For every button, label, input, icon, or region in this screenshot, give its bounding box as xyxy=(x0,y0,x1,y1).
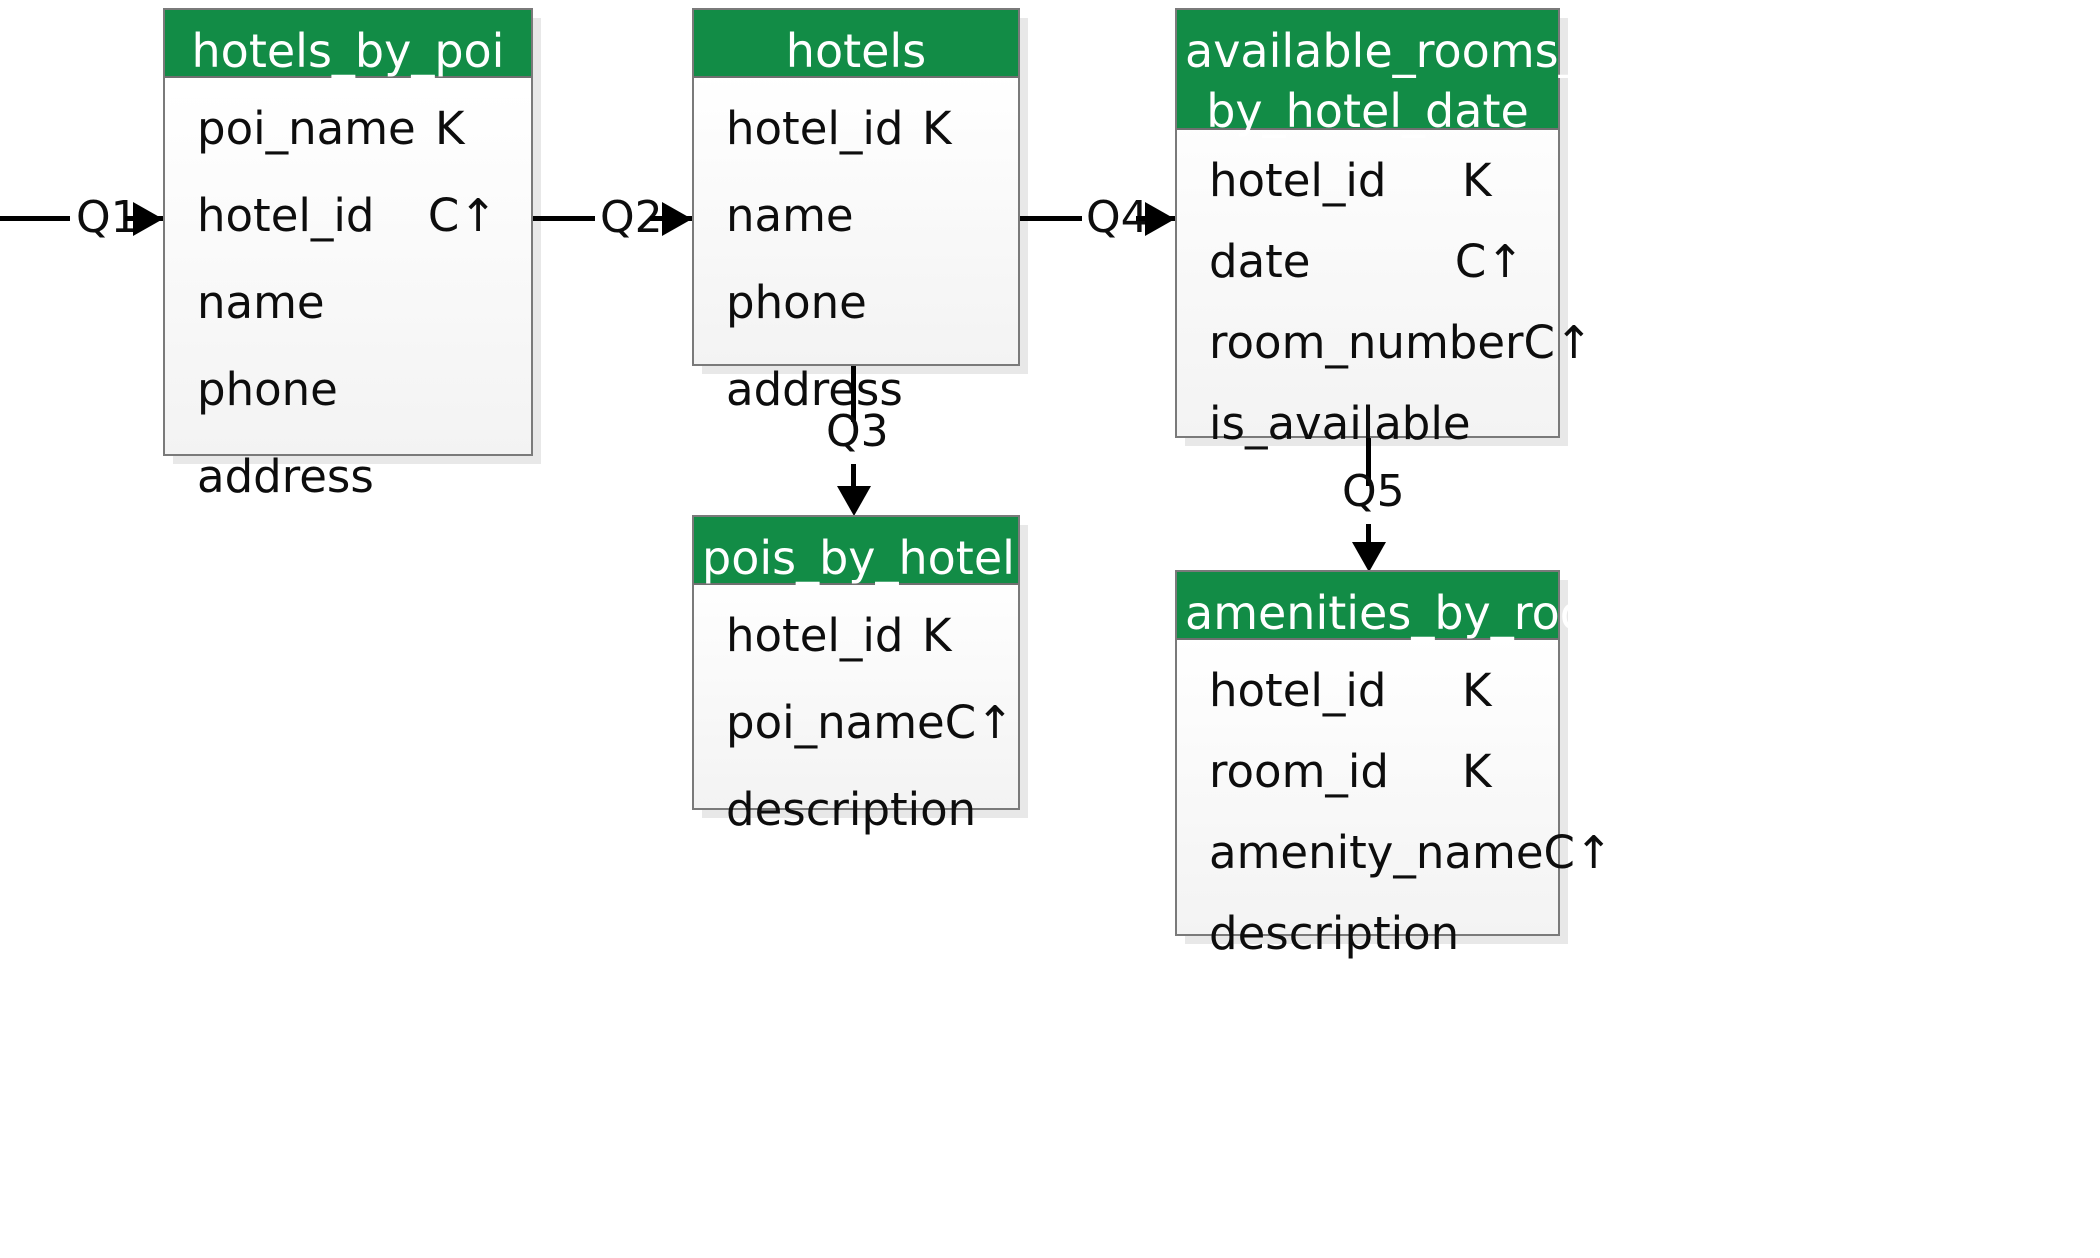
table-row: address xyxy=(694,367,1018,412)
table-pois-by-hotel[interactable]: pois_by_hotel hotel_id K poi_name C↑ des… xyxy=(692,515,1020,832)
table-body-hotels-by-poi: poi_name K hotel_id C↑ name phone addres… xyxy=(165,78,531,517)
table-body-hotels: hotel_id K name phone address xyxy=(694,78,1018,430)
table-row: description xyxy=(1177,911,1558,956)
table-body-available-rooms-by-hotel-date: hotel_id K date C↑ room_number C↑ is_ava… xyxy=(1177,130,1593,464)
column-key-badge: K xyxy=(1462,664,1492,717)
table-row: hotel_id K xyxy=(694,613,1018,658)
table-title-hotels: hotels xyxy=(694,10,1018,78)
column-name: name xyxy=(197,276,325,329)
table-row: hotel_id K xyxy=(1177,158,1558,203)
column-name: description xyxy=(726,783,977,836)
column-key-badge: C↑ xyxy=(427,189,497,242)
table-row: phone xyxy=(694,280,1018,325)
table-row: name xyxy=(165,280,531,325)
column-key-badge: C↑ xyxy=(1454,235,1524,288)
table-title-amenities-by-room: amenities_by_room xyxy=(1177,572,1633,640)
table-row: poi_name C↑ xyxy=(694,700,1018,745)
column-key-badge: K xyxy=(922,609,952,662)
column-name: name xyxy=(726,189,854,242)
table-row: phone xyxy=(165,367,531,412)
column-name: hotel_id xyxy=(1209,664,1387,717)
table-amenities-by-room[interactable]: amenities_by_room hotel_id K room_id K a… xyxy=(1175,570,1633,956)
q3-arrowhead-icon xyxy=(837,486,871,516)
column-name: amenity_name xyxy=(1209,826,1544,879)
q1-arrowhead-icon xyxy=(133,202,163,236)
column-key-badge: C↑ xyxy=(944,696,1014,749)
column-name: hotel_id xyxy=(1209,154,1387,207)
q4-line-left xyxy=(1020,216,1082,221)
table-row: room_number C↑ xyxy=(1177,316,1593,369)
q3-line-top xyxy=(851,366,856,422)
table-row: name xyxy=(694,193,1018,238)
column-name: description xyxy=(1209,907,1460,960)
q5-label: Q5 xyxy=(1342,466,1405,517)
column-name: hotel_id xyxy=(197,189,375,242)
column-key-badge: K xyxy=(922,102,952,155)
column-name: address xyxy=(197,450,374,503)
column-name: hotel_id xyxy=(726,609,904,662)
q2-arrowhead-icon xyxy=(662,202,692,236)
table-row: is_available xyxy=(1177,401,1558,446)
q5-arrowhead-icon xyxy=(1352,542,1386,572)
q3-line-bottom xyxy=(851,464,856,506)
table-body-amenities-by-room: hotel_id K room_id K amenity_name C↑ des… xyxy=(1177,640,1613,974)
table-row: description xyxy=(694,787,1018,832)
table-body-pois-by-hotel: hotel_id K poi_name C↑ description xyxy=(694,585,1018,850)
column-key-badge: K xyxy=(1462,154,1492,207)
table-title-pois-by-hotel: pois_by_hotel xyxy=(694,517,1018,585)
q2-line-left xyxy=(533,216,595,221)
table-row: room_id K xyxy=(1177,749,1558,794)
table-hotels[interactable]: hotels hotel_id K name phone address xyxy=(692,8,1020,412)
column-name: poi_name xyxy=(726,696,945,749)
column-name: hotel_id xyxy=(726,102,904,155)
table-row: amenity_name C↑ xyxy=(1177,826,1613,879)
column-key-badge: K xyxy=(1462,745,1492,798)
table-row: address xyxy=(165,454,531,499)
column-name: room_id xyxy=(1209,745,1389,798)
table-available-rooms-by-hotel-date[interactable]: available_rooms_ by_hotel_date hotel_id … xyxy=(1175,8,1593,446)
table-row: hotel_id K xyxy=(694,106,1018,151)
table-row: hotel_id K xyxy=(1177,668,1558,713)
table-row: hotel_id C↑ xyxy=(165,193,531,238)
column-name: poi_name xyxy=(197,102,416,155)
column-name: phone xyxy=(197,363,338,416)
q1-line-left xyxy=(0,216,70,221)
column-key-badge: K xyxy=(435,102,465,155)
column-name: phone xyxy=(726,276,867,329)
table-title-available-rooms-by-hotel-date: available_rooms_ by_hotel_date xyxy=(1177,10,1582,138)
column-key-badge: C↑ xyxy=(1543,826,1613,879)
column-name: address xyxy=(726,363,903,416)
column-name: date xyxy=(1209,235,1311,288)
q3-label: Q3 xyxy=(826,406,889,457)
column-name: room_number xyxy=(1209,316,1524,369)
table-row: date C↑ xyxy=(1177,239,1558,284)
table-row: poi_name K xyxy=(165,106,531,151)
table-hotels-by-poi[interactable]: hotels_by_poi poi_name K hotel_id C↑ nam… xyxy=(163,8,533,499)
column-name: is_available xyxy=(1209,397,1471,450)
q5-line-top xyxy=(1366,438,1371,486)
column-key-badge: C↑ xyxy=(1523,316,1593,369)
q4-arrowhead-icon xyxy=(1145,202,1175,236)
table-title-hotels-by-poi: hotels_by_poi xyxy=(165,10,531,78)
